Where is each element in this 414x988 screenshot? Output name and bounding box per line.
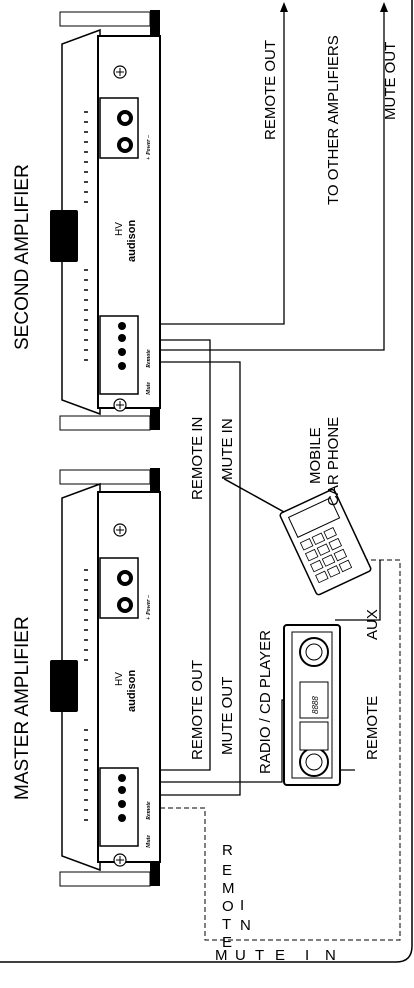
master-amplifier-title: MASTER AMPLIFIER: [12, 616, 33, 800]
svg-text:R: R: [222, 842, 233, 859]
svg-text:U: U: [235, 947, 246, 964]
svg-text:E: E: [222, 934, 232, 951]
vent-slots: [84, 111, 88, 361]
model-label: HV: [114, 222, 125, 236]
mute-in-vertical-label: I N: [240, 897, 251, 934]
page-frame: [0, 0, 413, 963]
mute-label: Mute: [146, 382, 152, 396]
mute-in-dashed-wire: [160, 559, 401, 941]
svg-text:N: N: [240, 917, 251, 934]
mute-label: Mute: [146, 835, 152, 849]
second-bottom-clamp: [150, 408, 160, 430]
master-amplifier: + Power – Mute Remote audison HV: [50, 468, 161, 887]
mute-out-label: MUTE OUT: [219, 677, 236, 755]
second-bottom-fins: [59, 415, 151, 431]
svg-text:E: E: [222, 862, 232, 879]
remote-out-top-label: REMOTE OUT: [262, 40, 279, 140]
radio-display-text: 8888: [311, 696, 320, 714]
svg-text:O: O: [222, 898, 234, 915]
model-label: HV: [114, 672, 125, 686]
aux-label: AUX: [364, 609, 381, 640]
svg-text:T: T: [222, 916, 231, 933]
svg-text:E: E: [275, 947, 285, 964]
second-top-fins: [59, 11, 151, 27]
mobile-car-phone-label: MOBILE: [307, 427, 324, 484]
radio-display: [299, 681, 329, 719]
mobile-phone: [223, 478, 372, 596]
wires: [160, 10, 385, 796]
svg-text:M: M: [215, 947, 228, 964]
arrow-heads: [280, 2, 388, 12]
remote-mute-socket: [99, 315, 139, 395]
svg-text:I: I: [240, 897, 244, 914]
second-top-clamp: [150, 10, 160, 36]
svg-text:N: N: [325, 947, 336, 964]
remote-in-vertical-label: R E M O T E: [222, 842, 235, 951]
brand-logo: audison: [126, 670, 138, 712]
remote-out-label: REMOTE OUT: [189, 660, 206, 760]
remote-label-radio: REMOTE: [364, 696, 381, 760]
radio-cd-player-label: RADIO / CD PLAYER: [257, 630, 274, 774]
remote-label: Remote: [146, 801, 152, 821]
second-amplifier-title: SECOND AMPLIFIER: [12, 164, 33, 350]
heatsink-block: [50, 210, 78, 262]
svg-text:M: M: [222, 880, 235, 897]
radio-cd-player: 8888: [283, 624, 341, 786]
antenna-icon: [223, 478, 285, 513]
brand-logo: audison: [126, 220, 138, 262]
svg-text:T: T: [255, 947, 264, 964]
mobile-car-phone-label-2: CAR PHONE: [325, 417, 342, 506]
mute-out-top-label: MUTE OUT: [382, 42, 399, 120]
remote-in-label: REMOTE IN: [189, 417, 206, 500]
power-label: + Power –: [146, 595, 152, 620]
power-label: + Power –: [146, 135, 152, 160]
mute-in-vertical-label-2: M U T E I N: [215, 947, 336, 964]
to-other-amplifiers-label: TO OTHER AMPLIFIERS: [325, 35, 342, 205]
svg-text:I: I: [305, 947, 309, 964]
mute-in-label: MUTE IN: [219, 418, 236, 480]
remote-mute-socket: [99, 767, 139, 847]
radio-buttons: [299, 721, 329, 751]
second-amplifier: + Power – Mute Remote audison HV: [50, 10, 161, 431]
remote-label: Remote: [146, 349, 152, 369]
